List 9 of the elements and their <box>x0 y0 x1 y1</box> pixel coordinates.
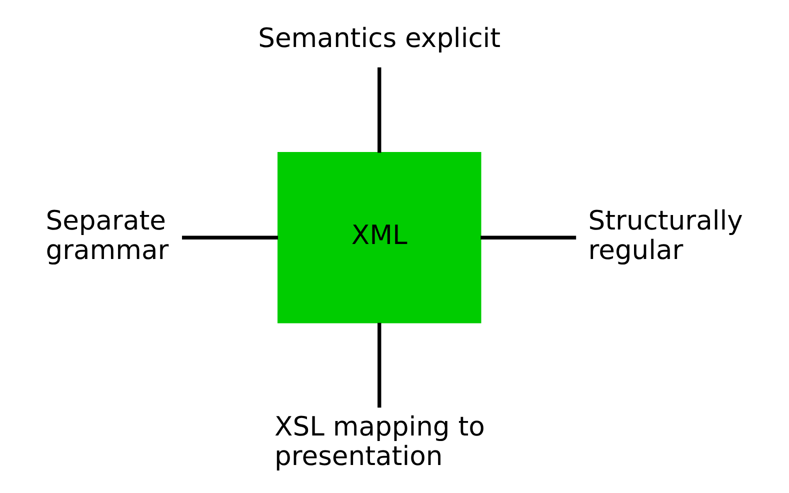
connector <box>378 67 382 153</box>
node-box: XML <box>278 152 482 324</box>
connector <box>378 322 382 408</box>
node-text: Semantics explicit <box>258 23 501 54</box>
connector <box>480 236 576 240</box>
connector <box>182 236 278 240</box>
node-text: XSL mapping to presentation <box>274 411 485 472</box>
node-text: Structurally regular <box>588 205 743 266</box>
node-text: Separate grammar <box>46 205 169 266</box>
